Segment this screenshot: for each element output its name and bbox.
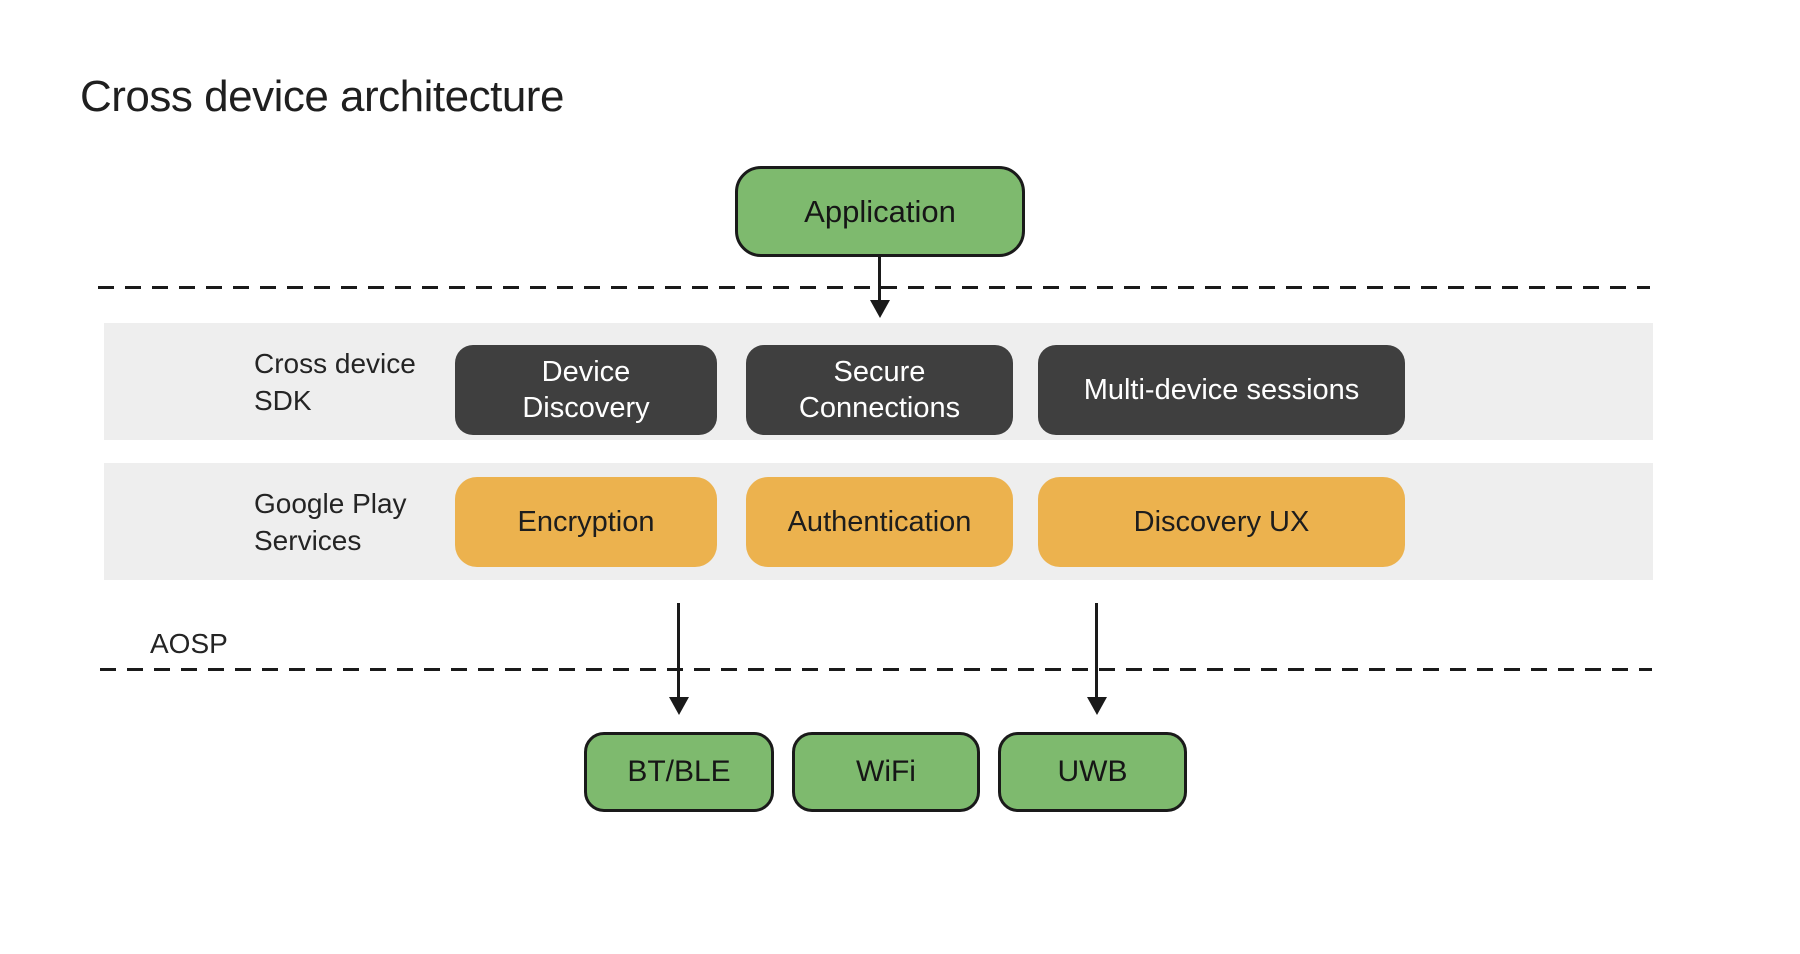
dashed-divider-top xyxy=(98,286,1650,289)
wifi-node: WiFi xyxy=(792,732,980,812)
arrow-gps-to-uwb-head xyxy=(1087,697,1107,715)
page-title: Cross device architecture xyxy=(80,72,564,121)
secure-connections-node: Secure Connections xyxy=(746,345,1013,435)
encryption-node: Encryption xyxy=(455,477,717,567)
aosp-layer-label: AOSP xyxy=(150,628,228,659)
btble-node: BT/BLE xyxy=(584,732,774,812)
multi-device-sessions-node: Multi-device sessions xyxy=(1038,345,1405,435)
device-discovery-node: Device Discovery xyxy=(455,345,717,435)
discovery-ux-node: Discovery UX xyxy=(1038,477,1405,567)
gps-layer-label: Google Play Services xyxy=(254,487,407,556)
application-node: Application xyxy=(735,166,1025,257)
arrow-gps-to-btble xyxy=(677,603,680,699)
arrow-gps-to-btble-head xyxy=(669,697,689,715)
dashed-divider-bottom xyxy=(100,668,1652,671)
arrow-application-to-sdk xyxy=(878,257,881,302)
arrow-gps-to-uwb xyxy=(1095,603,1098,699)
sdk-layer-label: Cross device SDK xyxy=(254,347,416,416)
uwb-node: UWB xyxy=(998,732,1187,812)
arrow-application-to-sdk-head xyxy=(870,300,890,318)
authentication-node: Authentication xyxy=(746,477,1013,567)
